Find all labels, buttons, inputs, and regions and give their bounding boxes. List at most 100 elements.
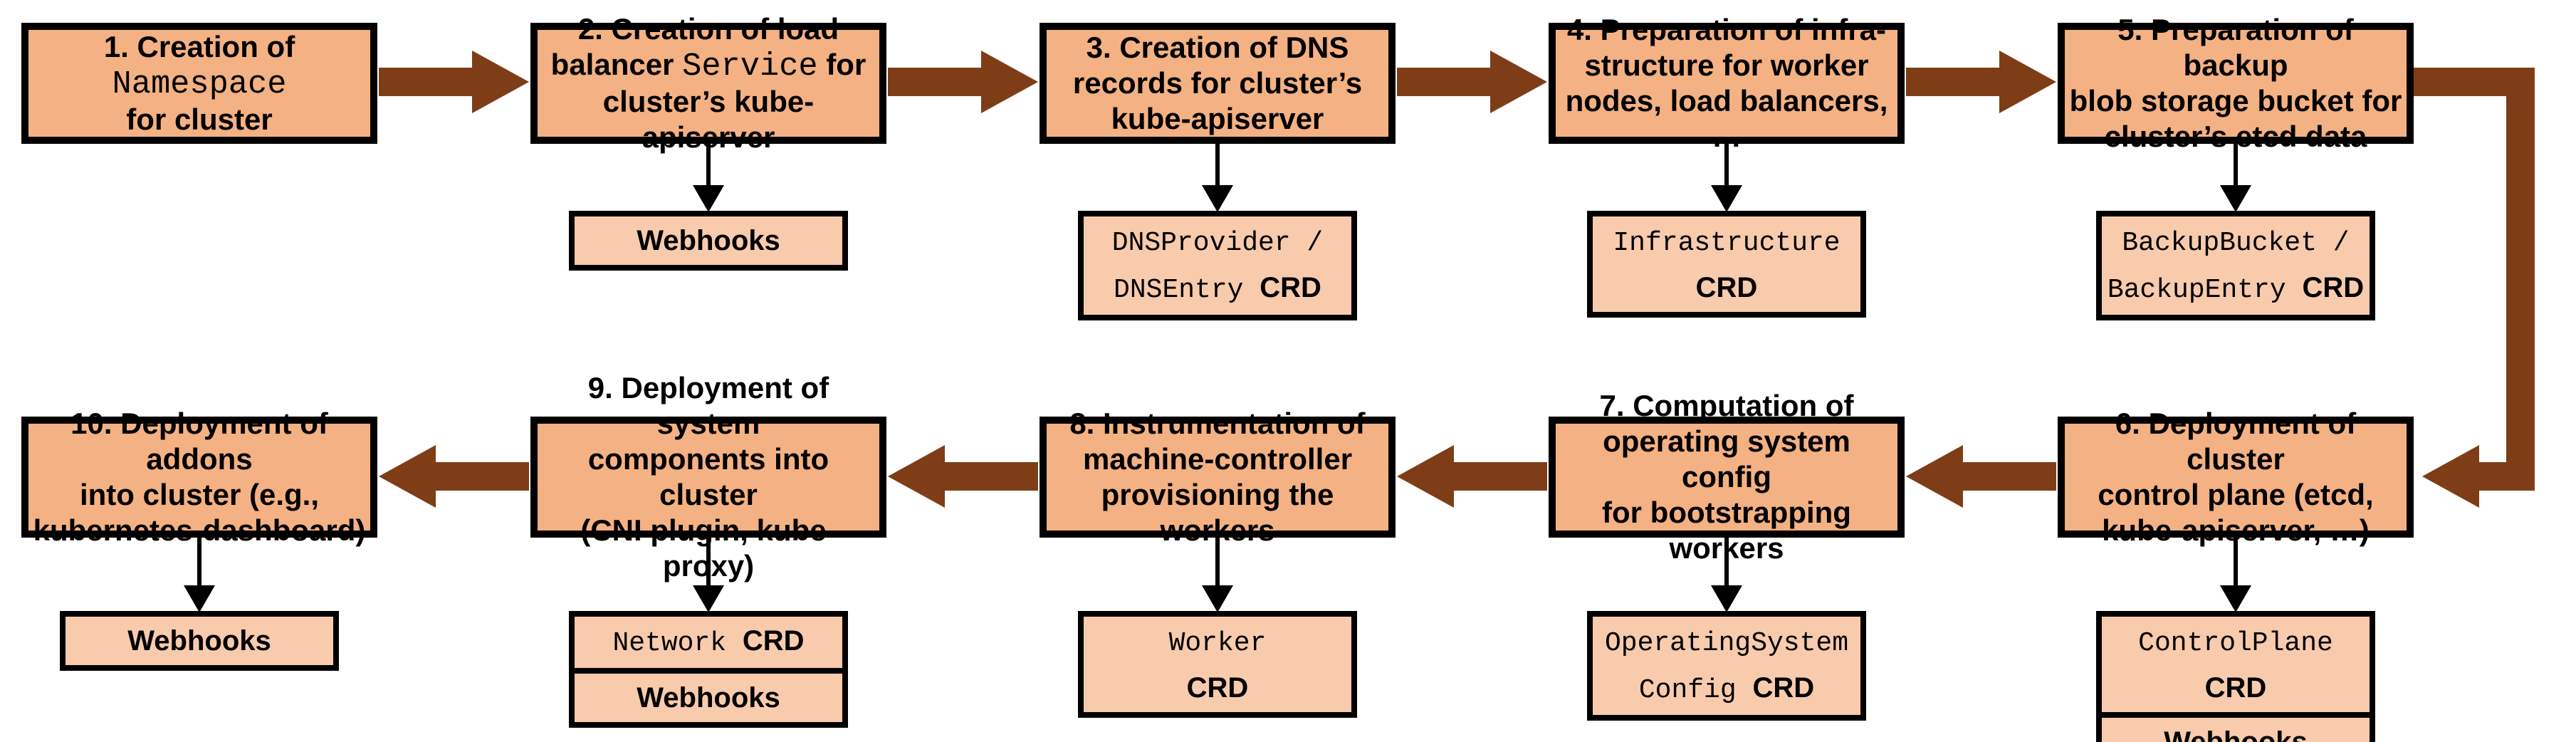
code-text: Network — [612, 628, 743, 659]
label-text: Webhooks — [637, 682, 780, 714]
label-text: machine-controller — [1082, 442, 1353, 476]
code-text: Namespace — [112, 66, 287, 103]
crd-connector-arrow — [1711, 141, 1742, 212]
connector-line — [2234, 535, 2238, 585]
label-text: 5. Preparation of backup — [2117, 13, 2354, 82]
connector-arrowhead-icon — [184, 585, 215, 612]
label-text: records for cluster’s — [1072, 66, 1363, 100]
label-text: 2. Creation of load — [577, 12, 839, 46]
arrow-head-icon — [1490, 51, 1547, 113]
connector-line — [197, 535, 201, 585]
connector-line — [1724, 141, 1729, 185]
flow-arrow-left-icon — [1906, 445, 2056, 508]
label-text: for — [817, 48, 866, 81]
crd-connector-arrow — [2220, 535, 2251, 612]
sub-box-label: Network CRD — [612, 619, 804, 666]
connector-arrowhead-icon — [1202, 585, 1233, 612]
label-text: nodes, load balancers, … — [1565, 84, 1888, 153]
label-text: 1. Creation of — [103, 30, 295, 63]
connector-arrowhead-icon — [1711, 185, 1742, 212]
code-text: Config — [1638, 675, 1753, 706]
connector-arrowhead-icon — [1711, 585, 1742, 612]
code-text: DNSEntry — [1114, 275, 1260, 305]
label-text: for cluster — [126, 103, 273, 136]
code-text: Service — [682, 48, 818, 85]
arrow-shaft — [1963, 462, 2056, 491]
connector-arrowhead-icon — [2220, 185, 2251, 212]
label-text: Webhooks — [127, 625, 271, 657]
sub-box-label: BackupBucket /BackupEntry CRD — [2108, 219, 2364, 313]
label-text: CRD — [2302, 272, 2365, 303]
arrow-head-icon — [472, 51, 529, 113]
connector-arrowhead-icon — [693, 185, 724, 212]
label-text: kube-apiserver — [1111, 102, 1324, 135]
connector-arrowhead-icon — [1202, 185, 1233, 212]
crd-connector-arrow — [184, 535, 215, 612]
controlplane-crd-webhooks-box: ControlPlane CRD Webhooks — [2096, 611, 2375, 742]
label-text: Webhooks — [2164, 726, 2308, 742]
sub-box-label: Webhooks — [637, 219, 780, 263]
label-text: 3. Creation of DNS — [1086, 31, 1349, 64]
label-text: 9. Deployment of system — [587, 371, 829, 440]
sub-box-label: DNSProvider /DNSEntry CRD — [1112, 219, 1323, 313]
code-text: OperatingSystem — [1604, 628, 1849, 659]
arrow-shaft — [888, 68, 981, 96]
connector-line — [1215, 535, 1220, 585]
label-text: balancer — [550, 48, 683, 81]
label-text: 10. Deployment of addons — [70, 407, 328, 476]
network-crd-webhooks-box: Network CRD Webhooks — [569, 611, 848, 728]
sub-box-cell: Webhooks — [575, 668, 842, 722]
sub-box-cell: Webhooks — [575, 216, 842, 265]
sub-box-cell: ControlPlane CRD — [2102, 617, 2370, 712]
arrow-head-icon — [981, 51, 1038, 113]
connector-line — [1215, 141, 1220, 185]
crd-connector-arrow — [2220, 141, 2251, 212]
arrow-shaft — [945, 462, 1038, 491]
flow-arrow-left-icon — [1397, 445, 1547, 508]
sub-box-cell: Network CRD — [575, 617, 842, 668]
arrow-shaft — [436, 462, 529, 491]
label-text: operating system config — [1603, 424, 1850, 493]
label-text: CRD — [742, 625, 805, 657]
sub-box-cell: DNSProvider /DNSEntry CRD — [1084, 216, 1351, 315]
label-text: 4. Preparation of infra- — [1566, 13, 1887, 46]
arrow-shaft — [379, 68, 472, 96]
dns-crd-box: DNSProvider /DNSEntry CRD — [1078, 211, 1357, 320]
label-text: for bootstrapping workers — [1602, 496, 1851, 565]
arrow-head-icon — [888, 445, 945, 508]
label-text: blob storage bucket for — [2069, 84, 2402, 117]
sub-box-label: Webhooks — [637, 676, 780, 720]
crd-connector-arrow — [1711, 535, 1742, 612]
step-4-prepare-infrastructure: 4. Preparation of infra-structure for wo… — [1549, 13, 1905, 153]
label-text: CRD — [1695, 272, 1758, 303]
arrow-head-icon — [1397, 445, 1454, 508]
label-text: components into cluster — [587, 442, 829, 511]
crd-connector-arrow — [1202, 535, 1233, 612]
label-text: CRD — [2204, 672, 2267, 704]
label-text: Webhooks — [637, 225, 780, 256]
label-text: control plane (etcd, — [2098, 478, 2374, 511]
flow-arrow-right-icon — [379, 51, 529, 113]
webhooks-box-step-10: Webhooks — [60, 611, 339, 671]
label-text: CRD — [1186, 672, 1249, 704]
